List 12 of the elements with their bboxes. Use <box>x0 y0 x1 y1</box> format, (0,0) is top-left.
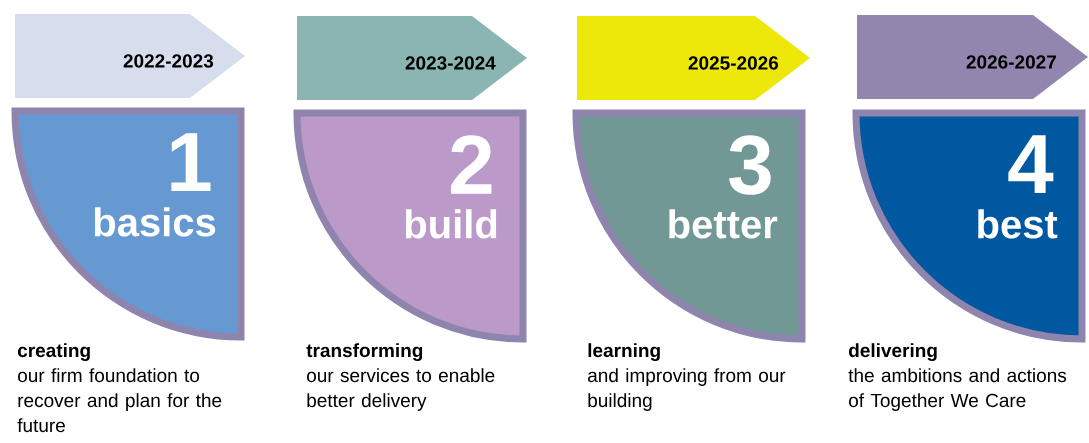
description-text: the ambitions and actions of Together We Care <box>848 368 1067 411</box>
stage-quarter: 1 basics <box>11 107 245 341</box>
stage-quarter: 2 build <box>293 109 527 343</box>
description-heading: creating <box>17 343 90 361</box>
description-text: and improving from our building <box>588 368 786 411</box>
description-text: our firm foundation to recover and plan for the future <box>17 368 222 433</box>
description-heading: learning <box>588 343 660 361</box>
stage-quarter: 3 better <box>572 109 806 343</box>
description-heading: delivering <box>849 343 937 361</box>
description-heading: transforming <box>306 343 423 361</box>
stage-quarter: 4 best <box>852 109 1086 343</box>
description-text: our services to enable better delivery <box>307 368 495 411</box>
